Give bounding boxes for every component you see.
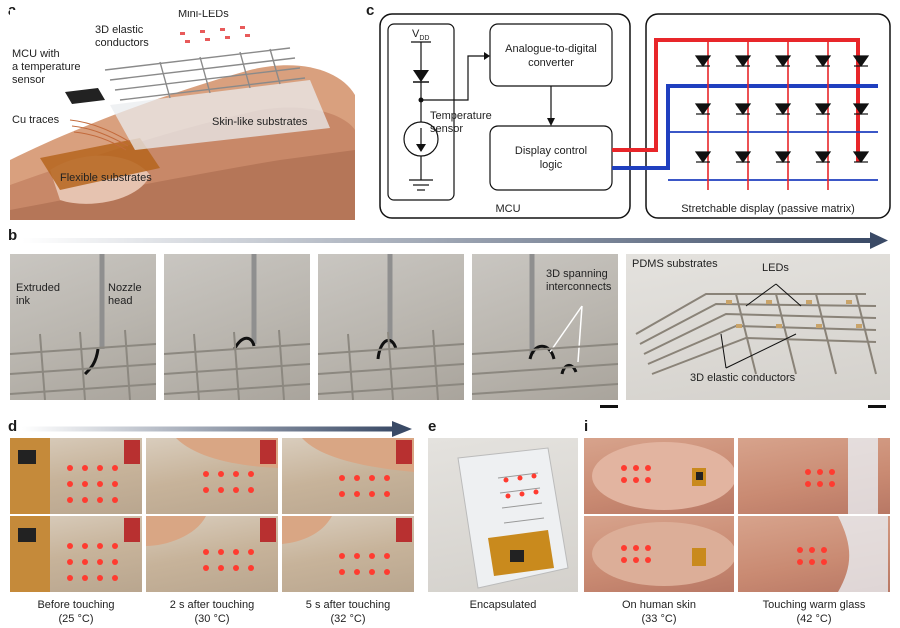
panel-label-d: d [8,418,18,435]
photo-b4: 3D spanning interconnects [472,254,618,400]
label-3d-elastic: 3D elastic conductors [690,372,796,384]
label-adc: Analogue-to-digital converter [505,43,597,69]
photo-d-2s-1 [146,438,278,514]
label-flexible-substrates: Flexible substrates [60,172,152,184]
label-pdms: PDMS substrates [632,258,718,270]
label-mcu-sensor: MCU with a temperature sensor [12,48,81,86]
caption-5s-after: 5 s after touching (32 °C) [305,599,391,625]
label-vdd-v: V [412,28,420,40]
label-3d-spanning: 3D spanning interconnects [546,268,612,293]
photo-b2 [164,254,310,400]
panel-a-illustration: Mini-LEDs 3D elastic conductors MCU with… [10,10,355,220]
exploded-device-drawing [10,26,355,220]
photo-b5: PDMS substrates LEDs 3D elastic conducto… [626,254,890,400]
label-stretchable-display: Stretchable display (passive matrix) [681,203,855,215]
label-mini-leds: Mini-LEDs [178,10,229,20]
photo-i-skin-2 [584,516,734,592]
caption-encapsulated: Encapsulated [469,599,537,611]
label-temperature-sensor: Temperature sensor [430,110,492,135]
label-extruded-ink: Extruded ink [16,282,61,307]
panel-b-time-arrow [22,232,888,249]
label-cu-traces: Cu traces [12,114,60,126]
photo-d-5s-1 [282,438,414,514]
scale-bar-b [600,405,618,408]
photo-i-glass-1 [738,438,890,514]
photo-i-glass-2 [738,516,890,592]
label-leds: LEDs [762,262,789,274]
panel-label-c: c [366,2,375,19]
panel-label-e: e [428,418,437,435]
photo-b1: Extruded ink Nozzle head [10,254,156,400]
panel-d-time-arrow [22,421,412,437]
panel-label-b: b [8,227,18,244]
label-skin-substrates: Skin-like substrates [212,116,308,128]
label-nozzle-head: Nozzle head [108,282,142,307]
label-display-control: Display control logic [514,145,588,171]
scale-bar-b5 [868,405,886,408]
circuit-diagram [379,13,891,219]
label-vdd-sub: DD [419,35,430,43]
label-vdd: VDD [412,28,429,45]
panel-c-circuit: VDD Analogue-to-digital converter Temper… [378,12,894,220]
photo-i-skin-1 [584,438,734,514]
photo-d-2s-2 [146,516,278,592]
photo-d-before-1 [10,438,142,514]
caption-2s-after: 2 s after touching (30 °C) [169,599,255,625]
panel-label-i: i [584,418,589,435]
label-elastic-conductors: 3D elastic conductors [95,24,149,49]
caption-human-skin: On human skin (33 °C) [622,599,696,625]
label-mcu: MCU [495,203,521,215]
photo-b3 [318,254,464,400]
caption-before-touching: Before touching (25 °C) [37,599,115,625]
photo-d-5s-2 [282,516,414,592]
photo-e-encapsulated [428,438,578,592]
photo-d-before-2 [10,516,142,592]
caption-warm-glass: Touching warm glass (42 °C) [762,599,866,625]
